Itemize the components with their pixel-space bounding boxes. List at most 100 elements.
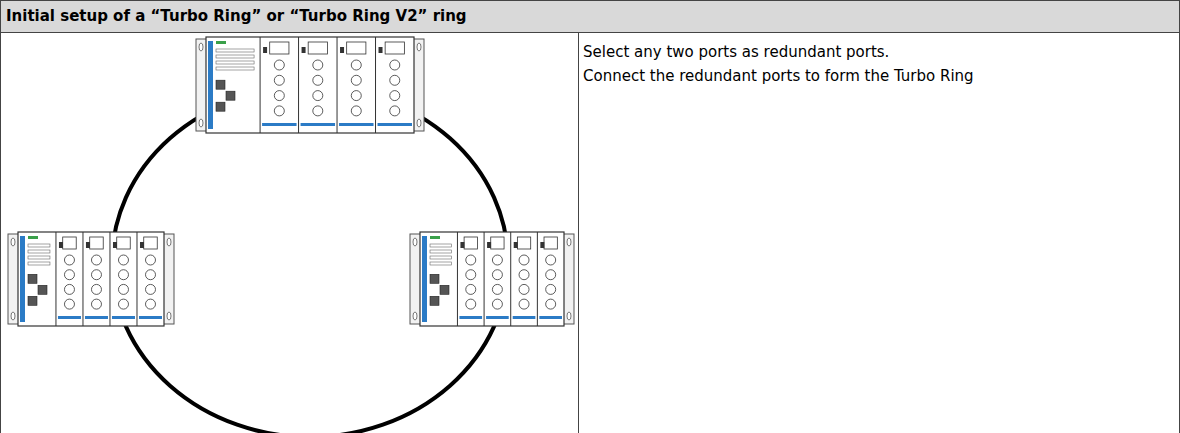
fiber-port [544,237,557,249]
led-row [430,250,451,253]
module-divider [82,232,83,326]
led [487,242,491,248]
port-connector [546,299,556,309]
fiber-port [347,42,366,54]
port-connector [492,284,502,294]
port-connector [466,299,476,309]
module-divider [510,232,511,326]
mount-hole [11,312,15,320]
port-connector [390,106,400,116]
fiber-port [144,237,158,249]
led-row [28,262,50,265]
port-connector [118,255,128,265]
blue-strip [378,123,412,126]
header-band [0,0,1180,32]
port-connector [313,60,323,70]
port-connector [274,75,284,85]
port-connector [390,75,400,85]
module-divider [537,232,538,326]
table-header: Initial setup of a “Turbo Ring” or “Turb… [6,6,467,26]
blue-strip [208,41,213,129]
port-connector [351,106,361,116]
led-row [430,244,451,247]
port-connector [492,299,502,309]
led [460,242,464,248]
port-connector [274,60,284,70]
fiber-port [517,237,530,249]
led-row [430,256,451,259]
led [140,242,144,248]
port-connector [466,270,476,280]
instruction-text: Connect the redundant ports to form the … [583,66,974,86]
port-connector [546,284,556,294]
port-connector [64,299,74,309]
port-connector [145,270,155,280]
mount-hole [199,43,203,51]
port-connector [118,299,128,309]
instruction-text: Select any two ports as redundant ports. [583,42,889,62]
blue-strip [262,123,296,126]
switch-icon [8,232,174,326]
switch-icon [196,37,424,133]
led [59,242,63,248]
led-row [28,256,50,259]
led [340,47,344,53]
blue-strip [301,123,335,126]
port-connector [313,91,323,101]
blue-strip [422,236,427,322]
fiber-port [491,237,504,249]
blue-strip [513,316,536,319]
module-divider [457,232,458,326]
blue-strip [539,316,562,319]
module-divider [375,37,376,133]
blue-strip [85,316,108,319]
port-connector [351,75,361,85]
port-connector [91,299,101,309]
led-row [216,55,254,58]
port-connector [492,270,502,280]
port-connector [64,255,74,265]
mount-hole [417,43,421,51]
mount-hole [413,312,417,320]
module-divider [109,232,110,326]
port-connector [274,106,284,116]
rj45-port [440,285,449,294]
switch-body [18,232,164,326]
port-connector [313,106,323,116]
port-connector [546,255,556,265]
led [113,242,117,248]
mount-hole [567,238,571,246]
port-connector [519,270,529,280]
led-row [216,67,254,70]
port-connector [351,91,361,101]
blue-strip [459,316,482,319]
port-connector [91,284,101,294]
mount-hole [413,238,417,246]
table-border [0,32,1180,33]
fiber-port [270,42,289,54]
port-connector [91,270,101,280]
fiber-port [90,237,104,249]
port-connector [466,255,476,265]
led [540,242,544,248]
port-connector [145,299,155,309]
rj45-port [226,91,235,100]
led-row [216,49,254,52]
port-connector [145,284,155,294]
mount-hole [167,238,171,246]
led-row [216,61,254,64]
blue-strip [139,316,162,319]
fiber-port [117,237,131,249]
led [302,47,306,53]
mount-hole [167,312,171,320]
port-connector [519,284,529,294]
mount-hole [199,119,203,127]
logo-mark [28,236,38,239]
rj45-port [28,274,37,283]
led-row [28,250,50,253]
module-divider [136,232,137,326]
port-connector [351,60,361,70]
module-divider [260,37,261,133]
blue-strip [58,316,81,319]
